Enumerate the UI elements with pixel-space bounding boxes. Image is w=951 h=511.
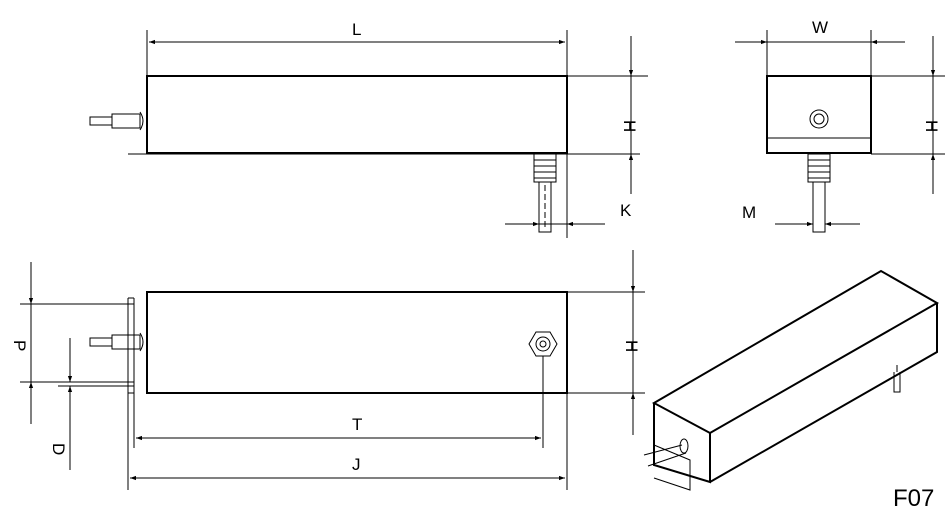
label-T: T [352, 415, 362, 434]
label-H-end: H [922, 120, 941, 132]
label-K: K [620, 201, 632, 220]
bottom-view: P D H T J [10, 250, 645, 490]
drawing-code: F07 [893, 485, 934, 511]
label-W: W [812, 18, 828, 37]
label-L: L [352, 20, 361, 39]
label-M: M [742, 203, 756, 222]
label-D: D [49, 443, 68, 455]
side-body [146, 75, 568, 154]
label-H-bottom: H [622, 340, 641, 352]
label-J: J [352, 455, 361, 474]
isometric-view [643, 269, 940, 491]
label-H-side: H [620, 120, 639, 132]
bottom-body [146, 291, 568, 394]
end-view: W H M [735, 18, 945, 233]
end-body [766, 75, 872, 154]
label-P: P [10, 340, 29, 351]
side-view: L H K [89, 20, 648, 238]
